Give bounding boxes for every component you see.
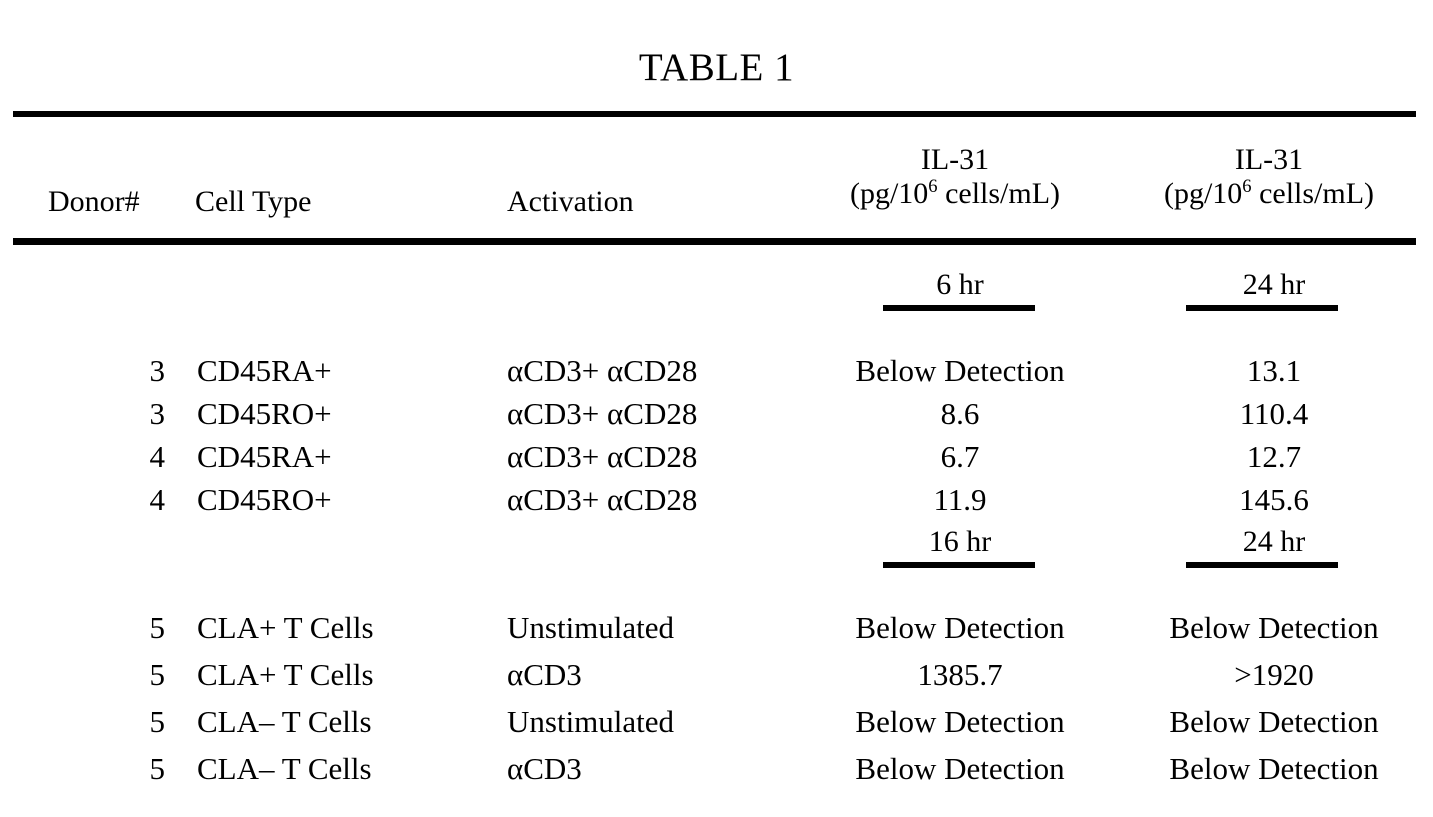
table-header-rule: [13, 238, 1416, 245]
column-header-il31-second: IL-31 (pg/106 cells/mL): [1110, 143, 1428, 211]
cell-activation: αCD3+ αCD28: [507, 353, 698, 388]
timepoint-underline-block1-col4: [883, 305, 1035, 311]
table-header-row: Donor# Cell Type Activation: [0, 185, 1433, 219]
cell-activation: αCD3: [507, 657, 582, 692]
timepoint-label-block1-col5: 24 hr: [1242, 268, 1306, 301]
timepoint-header-row-block2: 16 hr 24 hr: [0, 525, 1433, 559]
cell-cell-type: CLA– T Cells: [197, 751, 372, 786]
cell-cell-type: CLA– T Cells: [197, 704, 372, 739]
cell-il31-first: 1385.7: [917, 657, 1003, 692]
cell-il31-first: 8.6: [940, 396, 980, 431]
column-header-il31-first: IL-31 (pg/106 cells/mL): [800, 143, 1110, 211]
table-row: 4 CD45RA+ αCD3+ αCD28 6.7 12.7: [0, 439, 1433, 475]
column-header-il31-second-title: IL-31: [1234, 143, 1304, 176]
column-header-donor: Donor#: [48, 185, 140, 218]
timepoint-label-block2-col5: 24 hr: [1242, 525, 1306, 558]
page-title: TABLE 1: [638, 46, 795, 89]
table-row: 5 CLA– T Cells αCD3 Below Detection Belo…: [0, 751, 1433, 787]
table-row: 3 CD45RO+ αCD3+ αCD28 8.6 110.4: [0, 396, 1433, 432]
cell-il31-second: >1920: [1234, 657, 1314, 692]
cell-activation: Unstimulated: [507, 704, 675, 739]
column-header-il31-first-title: IL-31: [920, 143, 990, 176]
cell-il31-second: 145.6: [1239, 482, 1309, 517]
column-header-il31-first-units: (pg/106 cells/mL): [849, 176, 1061, 210]
cell-donor: 3: [149, 396, 166, 431]
table-row: 5 CLA+ T Cells Unstimulated Below Detect…: [0, 610, 1433, 646]
cell-donor: 5: [149, 704, 166, 739]
cell-donor: 5: [149, 610, 166, 645]
cell-cell-type: CLA+ T Cells: [197, 657, 374, 692]
timepoint-header-row-block1: 6 hr 24 hr: [0, 268, 1433, 302]
cell-activation: αCD3: [507, 751, 582, 786]
cell-il31-second: Below Detection: [1169, 704, 1379, 739]
table-row: 5 CLA+ T Cells αCD3 1385.7 >1920: [0, 657, 1433, 693]
cell-il31-first: Below Detection: [855, 610, 1065, 645]
timepoint-underline-block2-col5: [1186, 562, 1338, 568]
column-header-il31-second-units: (pg/106 cells/mL): [1163, 176, 1375, 210]
cell-activation: αCD3+ αCD28: [507, 482, 698, 517]
cell-il31-first: 11.9: [933, 482, 987, 517]
cell-activation: Unstimulated: [507, 610, 675, 645]
cell-il31-second: 110.4: [1239, 396, 1309, 431]
table-row: 4 CD45RO+ αCD3+ αCD28 11.9 145.6: [0, 482, 1433, 518]
cell-donor: 4: [149, 439, 166, 474]
column-header-cell-type: Cell Type: [195, 185, 312, 218]
cell-activation: αCD3+ αCD28: [507, 396, 698, 431]
table-top-rule: [13, 111, 1416, 117]
cell-cell-type: CLA+ T Cells: [197, 610, 374, 645]
timepoint-underline-block1-col5: [1186, 305, 1338, 311]
cell-donor: 3: [149, 353, 166, 388]
cell-il31-first: Below Detection: [855, 704, 1065, 739]
cell-il31-first: Below Detection: [855, 353, 1065, 388]
cell-il31-second: 13.1: [1246, 353, 1302, 388]
cell-il31-second: Below Detection: [1169, 751, 1379, 786]
timepoint-label-block1-col4: 6 hr: [936, 268, 984, 301]
cell-il31-second: 12.7: [1246, 439, 1302, 474]
table-row: 3 CD45RA+ αCD3+ αCD28 Below Detection 13…: [0, 353, 1433, 389]
column-header-activation: Activation: [507, 185, 634, 218]
table-row: 5 CLA– T Cells Unstimulated Below Detect…: [0, 704, 1433, 740]
cell-donor: 5: [149, 751, 166, 786]
cell-cell-type: CD45RA+: [197, 353, 332, 388]
cell-il31-second: Below Detection: [1169, 610, 1379, 645]
cell-cell-type: CD45RA+: [197, 439, 332, 474]
cell-donor: 4: [149, 482, 166, 517]
cell-cell-type: CD45RO+: [197, 482, 332, 517]
cell-donor: 5: [149, 657, 166, 692]
timepoint-underline-block2-col4: [883, 562, 1035, 568]
timepoint-label-block2-col4: 16 hr: [928, 525, 992, 558]
cell-activation: αCD3+ αCD28: [507, 439, 698, 474]
cell-il31-first: 6.7: [940, 439, 980, 474]
cell-il31-first: Below Detection: [855, 751, 1065, 786]
cell-cell-type: CD45RO+: [197, 396, 332, 431]
